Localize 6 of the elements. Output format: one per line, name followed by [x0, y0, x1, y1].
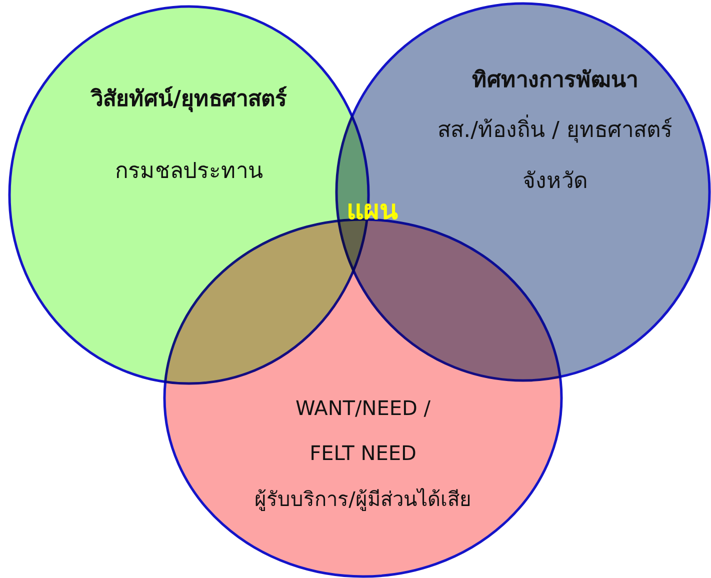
circle-text: ผู้รับบริการ/ผู้มีส่วนได้เสีย [254, 486, 472, 513]
circle-heading: ทิศทางการพัฒนา [471, 67, 639, 95]
circle-text: กรมชลประทาน [114, 158, 264, 186]
circle-text: สส./ท้องถิ่น / ยุทธศาสตร์จังหวัด [435, 106, 675, 208]
circle-heading: วิสัยทัศน์/ยุทธศาสตร์ [90, 85, 288, 114]
circle-text: WANT/NEED / FELT NEED [294, 395, 432, 467]
